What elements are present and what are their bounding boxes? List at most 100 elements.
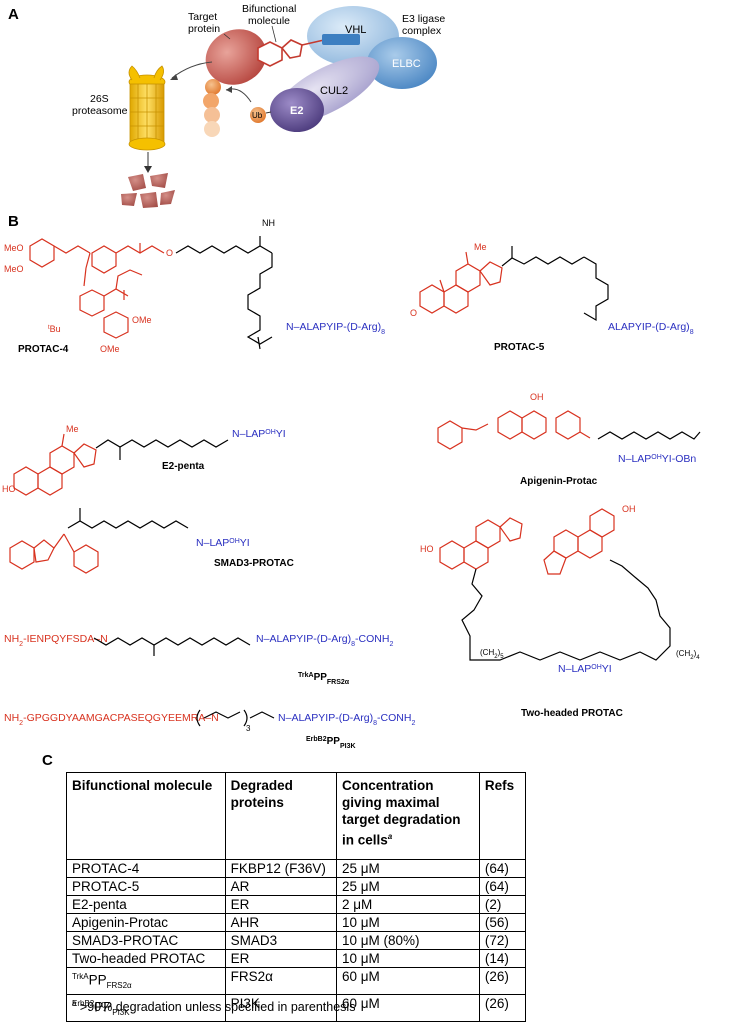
smad3-peptide: N–LAPOHYI	[196, 537, 250, 549]
protac4-meo2: MeO	[4, 264, 24, 274]
trka-peptide: N–ALAPYIP-(D-Arg)8-CONH2	[256, 633, 393, 648]
cell: FRS2α	[224, 966, 338, 996]
vhl-ligand-slot	[322, 34, 360, 45]
cell: PROTAC-5	[66, 877, 226, 896]
ub-label: Ub	[252, 111, 263, 120]
two-headed-peptide: N–LAPOHYI	[558, 663, 612, 675]
smad3-structure: N–LAPOHYI SMAD3-PROTAC	[9, 508, 294, 574]
two-headed-oh: OH	[622, 504, 636, 514]
protac4-nh: NH	[262, 218, 275, 228]
apigenin-structure: OH N–LAPOHYI-OBn Apigenin-Protac	[437, 392, 701, 487]
header-bifunctional: Bifunctional molecule	[66, 772, 226, 860]
e2penta-me: Me	[66, 424, 79, 434]
peptide-fragments	[121, 173, 175, 208]
header-degraded: Degraded proteins	[224, 772, 338, 860]
proteasome-label-2: proteasome	[72, 105, 128, 117]
cell: (64)	[478, 859, 527, 878]
cell: (56)	[478, 913, 527, 932]
target-protein	[205, 29, 267, 85]
e2penta-label: E2-penta	[162, 461, 205, 472]
e3-ligase-label-1: E3 ligase	[402, 13, 445, 25]
cell: SMAD3	[224, 931, 338, 950]
panel-a-letter: A	[8, 6, 19, 23]
cell: Apigenin-Protac	[66, 913, 226, 932]
cell: (26)	[478, 966, 527, 996]
header-concentration: Concentration giving maximal target degr…	[336, 772, 480, 860]
apigenin-label: Apigenin-Protac	[520, 476, 598, 487]
erbb2-structure: NH2-GPGGDYAAMGACPASEQGYEEMRA–N 3 N–ALAPY…	[4, 709, 415, 750]
cell: AHR	[224, 913, 338, 932]
protac4-peptide: N–ALAPYIP-(D-Arg)8	[286, 321, 385, 336]
cell: (64)	[478, 877, 527, 896]
cell: 25 μM	[336, 877, 480, 896]
e2-label: E2	[290, 105, 303, 117]
proteasome-arrow	[171, 61, 213, 79]
cell: 2 μM	[336, 895, 480, 914]
panel-a-schematic: Target protein Bifunctional molecule VHL…	[72, 3, 445, 208]
elbc-label: ELBC	[392, 58, 421, 70]
cell: (14)	[478, 949, 527, 968]
ub-chain-3	[204, 107, 220, 123]
cell: SMAD3-PROTAC	[66, 931, 226, 950]
cell: (2)	[478, 895, 527, 914]
two-headed-ch2-5: (CH2)5	[480, 648, 504, 660]
trka-left-seq: NH2-IENPQYFSDA–N	[4, 633, 108, 648]
protac4-o: O	[166, 248, 173, 258]
two-headed-structure: HO OH (CH2)5 (CH2)4 N–LAPOHYI Two-headed…	[420, 504, 700, 719]
cell: 10 μM (80%)	[336, 931, 480, 950]
trka-label: TrkAPPFRS2α	[298, 672, 350, 686]
two-headed-ch2-4: (CH2)4	[676, 649, 700, 661]
cell: PROTAC-4	[66, 859, 226, 878]
cell: 25 μM	[336, 859, 480, 878]
cell: 60 μM	[336, 994, 480, 1022]
protac5-structure: O Me ALAPYIP-(D-Arg)8 PROTAC-5	[410, 242, 694, 353]
smad3-label: SMAD3-PROTAC	[214, 558, 294, 569]
protac5-me: Me	[474, 242, 487, 252]
protac5-label: PROTAC-5	[494, 342, 545, 353]
erbb2-repeat: 3	[246, 724, 251, 733]
bifunctional-molecule-label-1: Bifunctional	[242, 3, 296, 15]
trka-structure: NH2-IENPQYFSDA–N N–ALAPYIP-(D-Arg)8-CONH…	[4, 633, 393, 686]
protac4-tbu: tBu	[48, 324, 61, 334]
bifunctional-molecule	[257, 39, 325, 67]
e3-ligase-label-2: complex	[402, 25, 442, 37]
erbb2-peptide: N–ALAPYIP-(D-Arg)8-CONH2	[278, 712, 415, 727]
two-headed-ho: HO	[420, 544, 434, 554]
proteasome-label-1: 26S	[90, 93, 109, 105]
vhl-label: VHL	[345, 24, 366, 36]
target-protein-label-2: protein	[188, 23, 220, 35]
table-header-row: Bifunctional molecule Degraded proteins …	[66, 772, 527, 860]
cell: 10 μM	[336, 949, 480, 968]
e2penta-ho: HO	[2, 484, 16, 494]
ub-chain-1	[205, 79, 221, 95]
erbb2-left-seq: NH2-GPGGDYAAMGACPASEQGYEEMRA–N	[4, 712, 219, 727]
ub-chain-4	[204, 121, 220, 137]
apigenin-oh: OH	[530, 392, 544, 402]
e2-enzyme	[270, 88, 324, 132]
proteasome	[128, 65, 166, 151]
protac4-meo1: MeO	[4, 243, 24, 253]
apigenin-peptide: N–LAPOHYI-OBn	[618, 453, 696, 465]
cell: TrkAPPFRS2α	[66, 966, 226, 996]
protac5-peptide: ALAPYIP-(D-Arg)8	[608, 321, 694, 336]
protac4-structure: MeO MeO O tBu OMe OMe NH N–ALAPYIP-(D-Ar…	[4, 218, 385, 355]
elbc-protein	[367, 37, 437, 89]
cell: E2-penta	[66, 895, 226, 914]
protac4-ome3: OMe	[132, 315, 152, 325]
protac4-label: PROTAC-4	[18, 344, 69, 355]
panel-c-letter: C	[42, 752, 53, 769]
degradation-table: Bifunctional molecule Degraded proteins …	[66, 772, 527, 1022]
figure-canvas: Target protein Bifunctional molecule VHL…	[2, 3, 701, 750]
target-protein-label-1: Target	[188, 11, 217, 23]
header-refs: Refs	[478, 772, 527, 860]
table-footnote: a >90% degradation unless specified in p…	[72, 999, 356, 1015]
protac5-o: O	[410, 308, 417, 318]
e2penta-peptide: N–LAPOHYI	[232, 428, 286, 440]
ub-chain-2	[203, 93, 219, 109]
cell: ER	[224, 949, 338, 968]
bifunctional-molecule-label-2: molecule	[248, 15, 290, 27]
